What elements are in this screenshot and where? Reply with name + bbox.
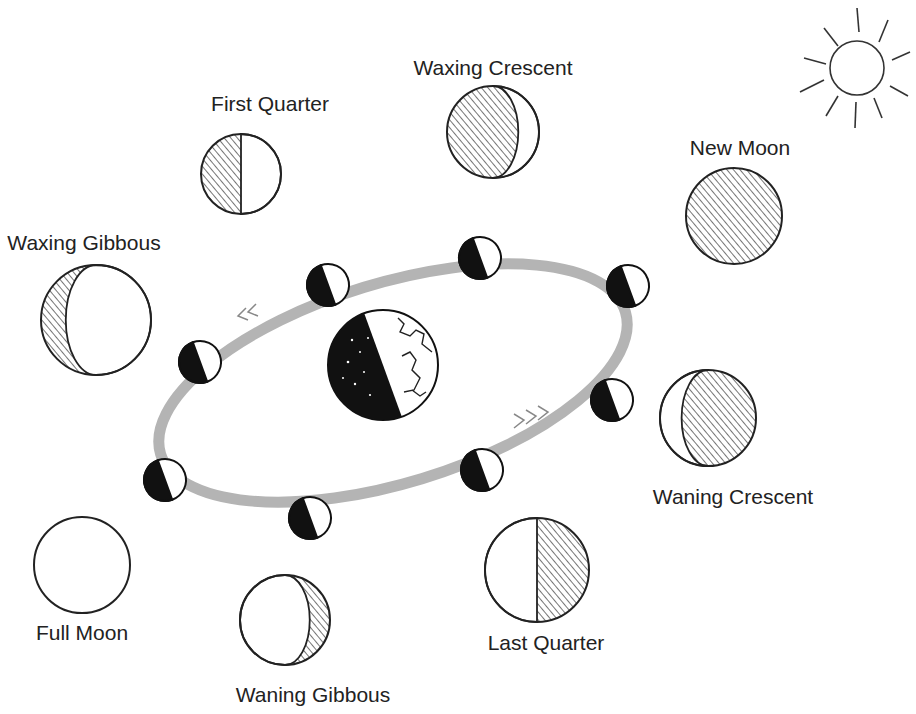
shadow-hatch xyxy=(660,370,756,466)
disc-outline xyxy=(660,370,756,466)
disc-outline xyxy=(485,518,589,622)
phase-label: Last Quarter xyxy=(488,631,605,655)
lit-part xyxy=(660,370,708,466)
lit-part xyxy=(485,518,537,622)
phase-label: Waxing Crescent xyxy=(413,56,572,80)
disc-outline xyxy=(34,517,130,613)
moon-phase: Waning Gibbous xyxy=(238,573,332,667)
shadow-hatch xyxy=(447,86,539,178)
moon-phase-disc xyxy=(199,132,283,216)
moon-phase-disc xyxy=(238,573,332,667)
moon-phase-disc xyxy=(39,263,153,377)
shadow-hatch xyxy=(41,265,151,375)
earth xyxy=(313,310,438,435)
lit-part xyxy=(66,265,151,375)
lit-part xyxy=(493,86,539,178)
moon-phase-disc xyxy=(684,166,784,266)
sun xyxy=(800,8,910,128)
disc-outline xyxy=(447,86,539,178)
moon-phase: Waning Crescent xyxy=(658,368,758,468)
lit-disc xyxy=(34,517,130,613)
orbit-band xyxy=(131,216,654,549)
moon-phase: Waxing Crescent xyxy=(445,84,541,180)
moon-phase-disc xyxy=(32,515,132,615)
phase-label: Waning Crescent xyxy=(653,485,813,509)
lit-part xyxy=(241,134,281,214)
disc-outline xyxy=(201,134,281,214)
moon-phase: New Moon xyxy=(684,166,784,266)
moon-phase: First Quarter xyxy=(199,132,283,216)
moon-phase-disc xyxy=(658,368,758,468)
shadow-hatch xyxy=(485,518,589,622)
moon-phase: Full Moon xyxy=(32,515,132,615)
orbit-moons xyxy=(138,231,655,545)
phase-label: Full Moon xyxy=(36,621,128,645)
disc-outline xyxy=(41,265,151,375)
phase-label: Waxing Gibbous xyxy=(7,231,160,255)
shadow-hatch xyxy=(686,168,782,264)
moon-phase: Last Quarter xyxy=(483,516,591,624)
phase-label: New Moon xyxy=(690,136,790,160)
disc-outline xyxy=(240,575,330,665)
shadow-hatch xyxy=(201,134,281,214)
phase-label: Waning Gibbous xyxy=(236,683,390,707)
moon-phase-disc xyxy=(483,516,591,624)
lit-part xyxy=(240,575,310,665)
phase-label: First Quarter xyxy=(211,92,329,116)
moon-phase-disc xyxy=(445,84,541,180)
disc-outline xyxy=(686,168,782,264)
moon-phase: Waxing Gibbous xyxy=(39,263,153,377)
shadow-hatch xyxy=(240,575,330,665)
